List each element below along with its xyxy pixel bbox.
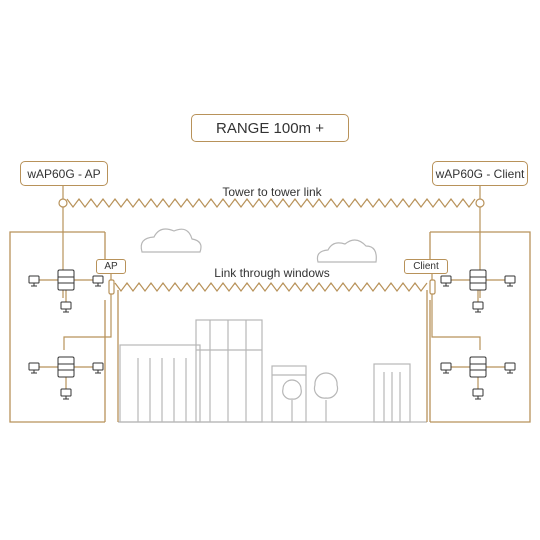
network-cluster bbox=[440, 356, 516, 400]
right-window-cable bbox=[431, 273, 481, 350]
left-device-text: wAP60G - AP bbox=[27, 166, 101, 181]
tower-link-signal bbox=[66, 198, 476, 208]
network-cluster bbox=[440, 269, 516, 313]
left-device-label: wAP60G - AP bbox=[20, 161, 108, 186]
left-building bbox=[9, 231, 119, 423]
tree-icon bbox=[313, 372, 339, 422]
network-cluster bbox=[28, 356, 104, 400]
tree-icon bbox=[282, 379, 302, 422]
cloud-icon bbox=[316, 239, 377, 263]
window-link-label: Link through windows bbox=[214, 266, 330, 280]
range-title-text: RANGE 100m + bbox=[216, 119, 324, 137]
right-window-tag-text: Client bbox=[413, 261, 439, 272]
antenna-icon bbox=[429, 279, 436, 295]
computer-icon bbox=[472, 388, 484, 400]
router-icon bbox=[57, 356, 75, 378]
antenna-icon bbox=[108, 279, 115, 295]
left-window-cable bbox=[63, 273, 112, 350]
computer-icon bbox=[60, 301, 72, 313]
computer-icon bbox=[504, 275, 516, 287]
right-window-tag: Client bbox=[404, 259, 448, 274]
computer-icon bbox=[504, 362, 516, 374]
left-window-tag-text: AP bbox=[104, 261, 118, 272]
window-link-signal bbox=[114, 282, 428, 292]
range-title: RANGE 100m + bbox=[191, 114, 349, 142]
right-device-label: wAP60G - Client bbox=[432, 161, 528, 186]
tower-link-label: Tower to tower link bbox=[222, 185, 322, 199]
computer-icon bbox=[92, 362, 104, 374]
router-icon bbox=[469, 356, 487, 378]
right-device-text: wAP60G - Client bbox=[435, 166, 525, 181]
city-skyline bbox=[118, 319, 427, 423]
cloud-icon bbox=[140, 228, 202, 253]
computer-icon bbox=[472, 301, 484, 313]
left-window-tag: AP bbox=[96, 259, 126, 274]
network-cluster bbox=[28, 269, 104, 313]
router-icon bbox=[57, 269, 75, 291]
computer-icon bbox=[28, 362, 40, 374]
computer-icon bbox=[440, 362, 452, 374]
router-icon bbox=[469, 269, 487, 291]
computer-icon bbox=[92, 275, 104, 287]
computer-icon bbox=[28, 275, 40, 287]
computer-icon bbox=[60, 388, 72, 400]
computer-icon bbox=[440, 275, 452, 287]
